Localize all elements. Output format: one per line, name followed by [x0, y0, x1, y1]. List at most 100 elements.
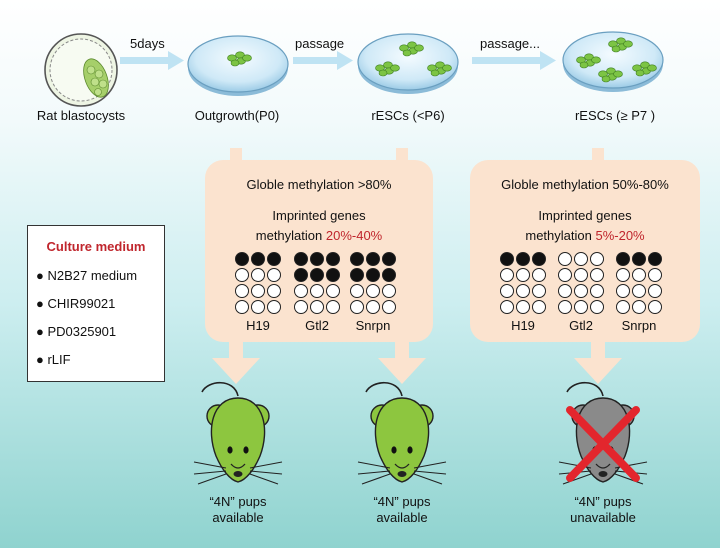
methylation-dots-snrpn — [350, 252, 397, 315]
stage-label-p0: Outgrowth(P0) — [194, 108, 280, 123]
mouse-icon-1 — [193, 381, 283, 485]
methylated-cpg-dot — [326, 268, 340, 282]
methylated-cpg-dot — [382, 268, 396, 282]
unmethylated-cpg-dot — [251, 268, 265, 282]
methylation-dots-h19 — [500, 252, 547, 315]
imprinted-genes-title: Imprinted genes — [272, 208, 366, 223]
culture-medium-box: Culture medium ● N2B27 medium ● CHIR9902… — [27, 225, 165, 382]
imprinted-genes-title: Imprinted genes — [538, 208, 632, 223]
unmethylated-cpg-dot — [500, 300, 514, 314]
unmethylated-cpg-dot — [632, 268, 646, 282]
unmethylated-cpg-dot — [500, 268, 514, 282]
imprinted-range: 20%-40% — [325, 228, 383, 243]
imprinted-range: 5%-20% — [595, 228, 645, 243]
unmethylated-cpg-dot — [590, 284, 604, 298]
transition-label-5days: 5days — [130, 36, 165, 51]
unmethylated-cpg-dot — [648, 268, 662, 282]
dish-p6-icon — [357, 33, 459, 94]
unmethylated-cpg-dot — [632, 300, 646, 314]
methylation-dots-snrpn — [616, 252, 663, 315]
mouse-icon-3 — [558, 381, 648, 485]
unmethylated-cpg-dot — [532, 268, 546, 282]
unmethylated-cpg-dot — [267, 300, 281, 314]
methylated-cpg-dot — [366, 252, 380, 266]
methylated-cpg-dot — [382, 252, 396, 266]
unmethylated-cpg-dot — [590, 252, 604, 266]
dish-p7-icon — [562, 31, 664, 92]
global-methylation-label: Globle methylation 50%-80% — [501, 177, 669, 192]
unmethylated-cpg-dot — [574, 268, 588, 282]
methylated-cpg-dot — [310, 268, 324, 282]
unmethylated-cpg-dot — [310, 300, 324, 314]
unmethylated-cpg-dot — [294, 300, 308, 314]
unmethylated-cpg-dot — [294, 284, 308, 298]
unmethylated-cpg-dot — [382, 284, 396, 298]
blastocyst-icon — [44, 33, 118, 107]
gene-label-gtl2: Gtl2 — [305, 318, 329, 333]
transition-label-passage: passage — [295, 36, 345, 51]
medium-item: ● N2B27 medium — [36, 268, 138, 283]
medium-item: ● CHIR99021 — [36, 296, 116, 311]
unmethylated-cpg-dot — [558, 284, 572, 298]
unmethylated-cpg-dot — [267, 268, 281, 282]
unmethylated-cpg-dot — [616, 268, 630, 282]
unmethylated-cpg-dot — [516, 284, 530, 298]
unmethylated-cpg-dot — [574, 284, 588, 298]
methylated-cpg-dot — [350, 252, 364, 266]
methylation-dots-h19 — [235, 252, 282, 315]
medium-item: ● rLIF — [36, 352, 71, 367]
unmethylated-cpg-dot — [558, 268, 572, 282]
methylated-cpg-dot — [326, 252, 340, 266]
unmethylated-cpg-dot — [574, 252, 588, 266]
methylated-cpg-dot — [310, 252, 324, 266]
unmethylated-cpg-dot — [500, 284, 514, 298]
gene-label-h19: H19 — [246, 318, 270, 333]
gene-label-snrpn: Snrpn — [355, 318, 391, 333]
global-methylation-label: Globle methylation >80% — [246, 177, 392, 192]
unmethylated-cpg-dot — [616, 284, 630, 298]
methylated-cpg-dot — [532, 252, 546, 266]
unmethylated-cpg-dot — [648, 300, 662, 314]
unmethylated-cpg-dot — [350, 300, 364, 314]
unmethylated-cpg-dot — [632, 284, 646, 298]
methylated-cpg-dot — [648, 252, 662, 266]
unmethylated-cpg-dot — [574, 300, 588, 314]
unmethylated-cpg-dot — [326, 284, 340, 298]
unmethylated-cpg-dot — [590, 268, 604, 282]
medium-item: ● PD0325901 — [36, 324, 117, 339]
unmethylated-cpg-dot — [616, 300, 630, 314]
unmethylated-cpg-dot — [235, 268, 249, 282]
cross-icon — [566, 406, 640, 482]
unmethylated-cpg-dot — [366, 284, 380, 298]
unmethylated-cpg-dot — [310, 284, 324, 298]
methylated-cpg-dot — [632, 252, 646, 266]
dish-p0-icon — [187, 35, 289, 96]
unmethylated-cpg-dot — [532, 300, 546, 314]
methylated-cpg-dot — [616, 252, 630, 266]
unmethylated-cpg-dot — [235, 284, 249, 298]
methylation-dots-gtl2 — [558, 252, 605, 315]
transition-label-passage-continued: passage... — [480, 36, 540, 51]
methylated-cpg-dot — [294, 252, 308, 266]
unmethylated-cpg-dot — [251, 300, 265, 314]
unmethylated-cpg-dot — [350, 284, 364, 298]
unmethylated-cpg-dot — [382, 300, 396, 314]
arrow-passage-1 — [293, 51, 353, 70]
arrow-5days — [120, 51, 184, 70]
unmethylated-cpg-dot — [267, 284, 281, 298]
unmethylated-cpg-dot — [558, 300, 572, 314]
methylated-cpg-dot — [516, 252, 530, 266]
gene-label-h19: H19 — [511, 318, 535, 333]
methylation-dots-gtl2 — [294, 252, 341, 315]
imprinted-methylation-line: methylation 5%-20% — [525, 228, 645, 243]
imprinted-methylation-line: methylation 20%-40% — [255, 228, 383, 243]
unmethylated-cpg-dot — [326, 300, 340, 314]
unmethylated-cpg-dot — [516, 300, 530, 314]
unmethylated-cpg-dot — [532, 284, 546, 298]
gene-label-gtl2: Gtl2 — [569, 318, 593, 333]
unmethylated-cpg-dot — [590, 300, 604, 314]
unmethylated-cpg-dot — [648, 284, 662, 298]
